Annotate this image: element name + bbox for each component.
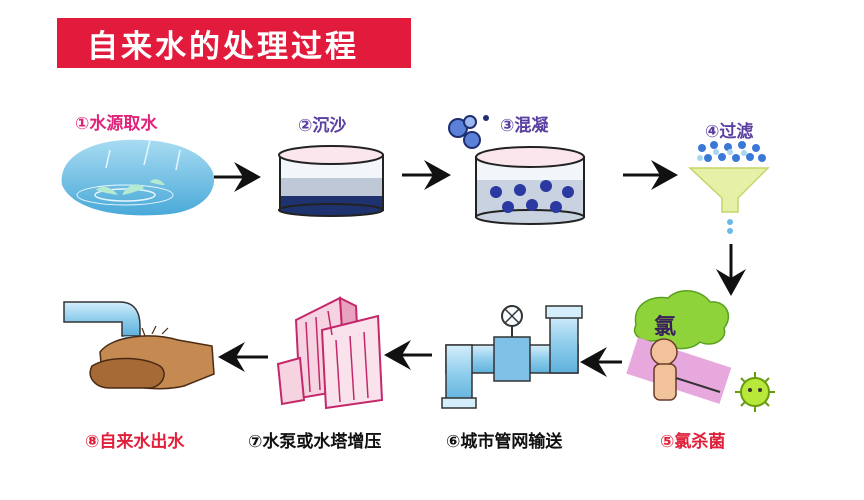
step-6-label: ⑥城市管网输送 — [446, 432, 563, 452]
filter-funnel-icon — [688, 141, 770, 234]
tap-water-icon — [63, 301, 215, 390]
step-2-label: ②沉沙 — [298, 116, 347, 136]
germ-icon — [735, 372, 775, 412]
page-title: 自来水的处理过程 — [57, 18, 411, 68]
step-4-label: ④过滤 — [705, 122, 754, 142]
chlorine-badge: 氯 — [654, 314, 676, 340]
step-8-label: ⑧自来水出水 — [85, 432, 185, 452]
chlorine-disinfection-icon: 氯 — [626, 290, 775, 412]
step-7-label: ⑦水泵或水塔增压 — [248, 432, 382, 452]
step-1-label: ①水源取水 — [75, 114, 158, 134]
stirring-particles-icon — [448, 115, 489, 149]
pipe-network-icon — [441, 305, 583, 409]
step-3-label: ③混凝 — [500, 116, 549, 136]
buildings-icon — [276, 296, 384, 410]
water-source-icon — [61, 139, 215, 216]
sedimentation-tank-icon — [278, 145, 384, 217]
coagulation-tank-icon — [448, 115, 585, 225]
step-5-label: ⑤氯杀菌 — [660, 432, 726, 452]
